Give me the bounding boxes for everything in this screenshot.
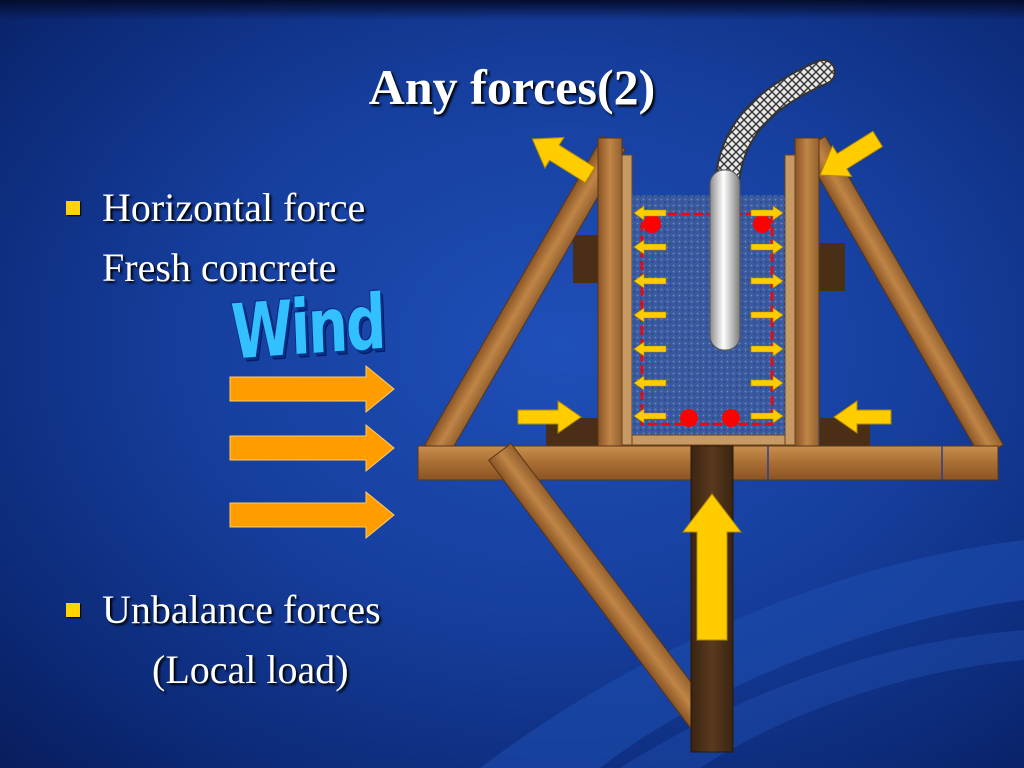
- pressure-arrow-icon: [750, 341, 784, 357]
- pressure-arrow-icon: [633, 408, 667, 424]
- pressure-arrow-icon: [819, 130, 884, 178]
- form-sheathing-right: [784, 154, 796, 446]
- external-force-arrows: [517, 130, 892, 641]
- pressure-arrow-icon: [633, 205, 667, 221]
- pressure-arrows-right: [750, 205, 784, 424]
- pressure-arrow-icon: [633, 239, 667, 255]
- pressure-arrow-icon: [633, 341, 667, 357]
- pressure-arrow-icon: [633, 375, 667, 391]
- form-wall-left: [597, 137, 623, 447]
- bullet-2-line-2: (Local load): [152, 647, 349, 692]
- pressure-arrow-icon: [750, 408, 784, 424]
- bullet-1-line-2: Fresh concrete: [102, 245, 337, 290]
- rebar-dot-icon: [722, 409, 740, 427]
- pressure-arrow-icon: [633, 273, 667, 289]
- pressure-arrow-icon: [531, 136, 596, 184]
- slide-title: Any forces(2): [368, 59, 656, 115]
- pressure-arrow-icon: [517, 400, 582, 434]
- pressure-arrow-icon: [750, 239, 784, 255]
- side-block-right: [819, 243, 845, 291]
- wind-arrow-icon: [229, 490, 395, 540]
- rebar-dot-icon: [753, 215, 771, 233]
- bullet-marker: [66, 603, 80, 617]
- pressure-arrow-icon: [681, 493, 743, 641]
- pressure-arrow-icon: [833, 400, 892, 434]
- rebar-dot-icon: [643, 215, 661, 233]
- vibrator-poker: [709, 169, 741, 351]
- bullet-1-line-1: Horizontal force: [102, 185, 366, 230]
- pressure-arrow-icon: [750, 205, 784, 221]
- wind-arrow-icon: [229, 364, 395, 414]
- brace-lower: [487, 442, 727, 746]
- vibrator-hose-icon: [717, 61, 834, 186]
- pressure-arrow-icon: [750, 375, 784, 391]
- wind-arrow-icon: [229, 423, 395, 473]
- pressure-arrow-icon: [750, 273, 784, 289]
- bullet-2-line-1: Unbalance forces: [102, 587, 381, 632]
- brace-right: [802, 135, 1004, 459]
- form-wall-right: [794, 137, 820, 447]
- pressure-arrow-icon: [750, 307, 784, 323]
- pressure-arrows-left: [633, 205, 667, 424]
- side-block-left: [573, 235, 599, 283]
- pressure-arrow-icon: [633, 307, 667, 323]
- brace-left: [424, 135, 626, 459]
- form-bottom: [631, 434, 786, 446]
- top-band: [0, 0, 1024, 20]
- rebar-dot-icon: [680, 409, 698, 427]
- bullet-marker: [66, 201, 80, 215]
- form-sheathing-left: [621, 154, 633, 446]
